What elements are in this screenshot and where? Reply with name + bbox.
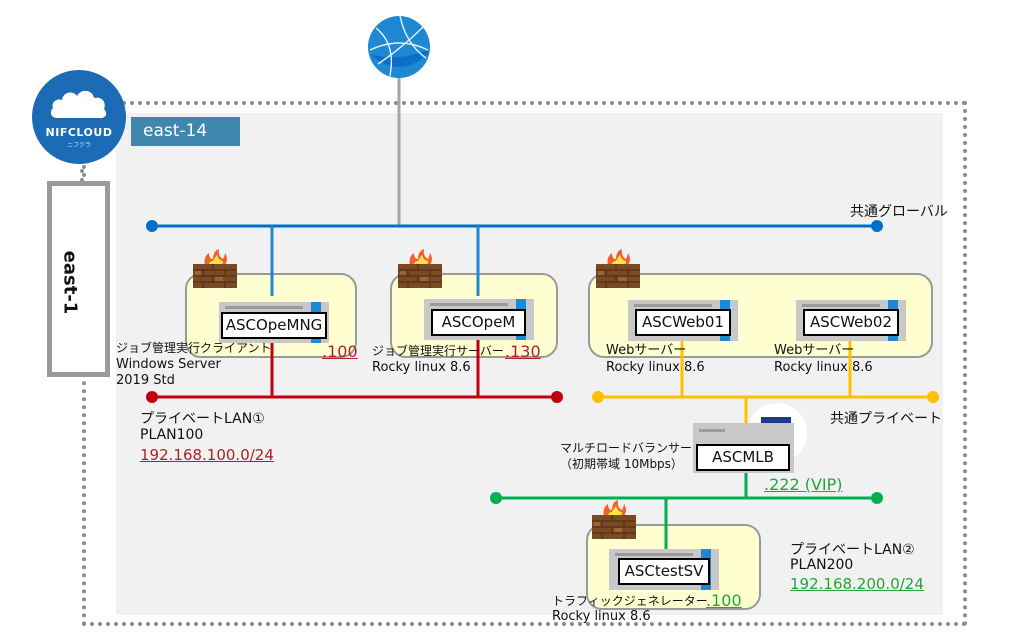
- server-asc-testsv[interactable]: ASCtestSV: [609, 549, 719, 590]
- server-role: ジョブ管理実行クライアント: [116, 341, 272, 355]
- server-os: Rocky linux 8.6: [372, 360, 471, 375]
- availability-zone-box: east-1: [47, 181, 110, 377]
- load-balancer-vip: .222 (VIP): [764, 475, 843, 494]
- firewall-icon: [591, 500, 636, 540]
- server-name: ASCtestSV: [618, 558, 710, 585]
- server-name: ASCWeb02: [803, 309, 899, 336]
- logo-subtext: ニフクラ: [66, 142, 91, 149]
- global-network-label: 共通グローバル: [850, 204, 948, 220]
- server-os: Windows Server: [116, 357, 221, 372]
- cloud-icon: [50, 90, 107, 119]
- load-balancer-name: ASCMLB: [696, 444, 790, 471]
- server-role: ジョブ管理実行サーバー: [372, 344, 504, 358]
- server-os: Rocky linux 8.6: [606, 360, 705, 375]
- plan100-label: プライベートLAN①: [140, 411, 265, 427]
- server-ip: .100: [322, 342, 358, 361]
- nifcloud-logo: NIFCLOUD ニフクラ: [32, 70, 126, 164]
- server-asc-web01[interactable]: ASCWeb01: [628, 300, 738, 341]
- server-ip: .130: [505, 342, 541, 361]
- firewall-icon: [595, 249, 640, 289]
- server-os: Rocky linux 8.6: [552, 609, 651, 624]
- server-role: Webサーバー: [606, 343, 687, 358]
- server-os-version: 2019 Std: [116, 373, 175, 388]
- globe-icon: [368, 15, 430, 78]
- load-balancer-bandwidth: （初期帯域 10Mbps）: [560, 457, 683, 471]
- firewall-icon: [192, 249, 237, 289]
- server-role: トラフィックジェネレーター: [552, 594, 708, 608]
- plan200-label: プライベートLAN②: [790, 542, 915, 558]
- server-name: ASCOpeM: [431, 309, 526, 336]
- server-asc-opemng[interactable]: ASCOpeMNG: [219, 302, 329, 343]
- plan200-cidr: 192.168.200.0/24: [790, 575, 924, 593]
- server-name: ASCOpeMNG: [221, 312, 327, 339]
- server-ip: .100: [706, 591, 742, 610]
- firewall-icon: [397, 249, 442, 289]
- plan200-name: PLAN200: [790, 557, 854, 573]
- logo-text: NIFCLOUD: [45, 126, 113, 139]
- az-connector: [80, 160, 84, 182]
- server-asc-opem[interactable]: ASCOpeM: [424, 299, 534, 340]
- common-private-label: 共通プライベート: [830, 411, 942, 427]
- region-tag: east-14: [131, 117, 240, 146]
- server-name: ASCWeb01: [635, 309, 731, 336]
- plan100-name: PLAN100: [140, 427, 204, 443]
- plan100-cidr: 192.168.100.0/24: [140, 446, 274, 464]
- load-balancer-type: マルチロードバランサー: [560, 441, 693, 455]
- server-os: Rocky linux 8.6: [774, 360, 873, 375]
- server-asc-web02[interactable]: ASCWeb02: [796, 300, 906, 341]
- availability-zone-label: east-1: [59, 250, 81, 315]
- server-role: Webサーバー: [774, 343, 855, 358]
- load-balancer-asc-mlb[interactable]: ASCMLB: [693, 423, 794, 473]
- region-area: [116, 113, 943, 615]
